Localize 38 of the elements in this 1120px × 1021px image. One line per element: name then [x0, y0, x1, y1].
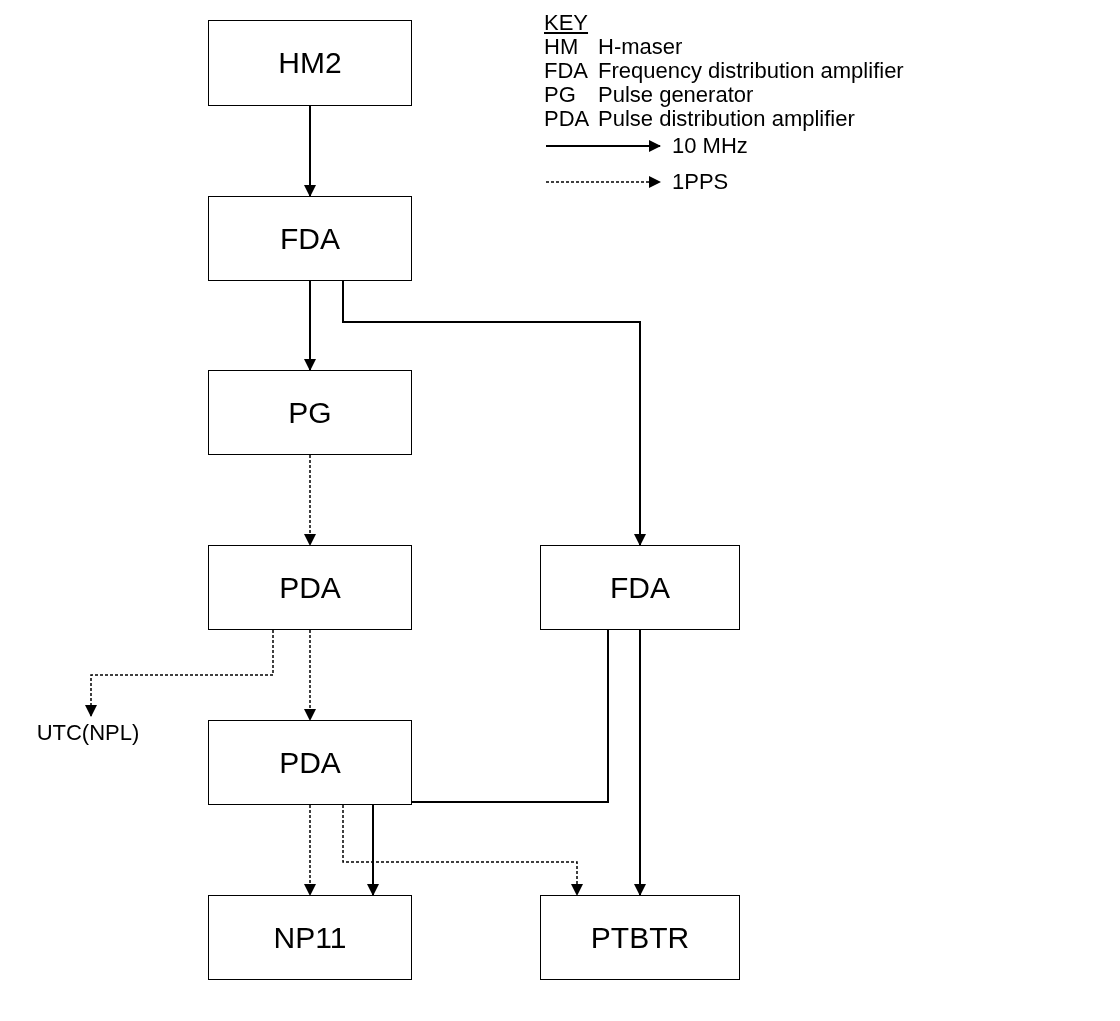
box-label: FDA: [280, 221, 340, 256]
process-box: [208, 545, 412, 630]
process-box: [208, 895, 412, 980]
process-box: [208, 20, 412, 106]
arrow: [634, 629, 646, 896]
key-definition: Pulse distribution amplifier: [598, 106, 855, 132]
key-abbreviation: PDA: [544, 106, 590, 132]
process-box: [540, 895, 740, 980]
process-box: [208, 370, 412, 455]
arrow: [304, 804, 316, 896]
key-definition: H-maser: [598, 34, 683, 60]
key-abbreviation: PG: [544, 82, 576, 108]
arrow: [304, 105, 316, 197]
arrow: [342, 280, 646, 546]
key-heading: KEY: [544, 10, 589, 36]
box-label: PTBTR: [590, 920, 690, 955]
legend-label: 1PPS: [672, 169, 729, 195]
arrow: [367, 629, 609, 896]
key-abbreviation: FDA: [544, 58, 588, 84]
arrow: [342, 804, 583, 896]
process-box: [540, 545, 740, 630]
legend-label: 10 MHz: [672, 133, 748, 159]
arrow: [85, 629, 274, 717]
box-label: HM2: [278, 46, 342, 80]
arrow: [304, 280, 316, 371]
key-definition: Frequency distribution amplifier: [598, 58, 904, 84]
arrow: [304, 454, 316, 546]
box-label: FDA: [610, 570, 670, 605]
box-label: PDA: [279, 570, 341, 605]
box-label: PG: [288, 395, 332, 430]
box-label: NP11: [273, 920, 347, 955]
arrow: [304, 629, 316, 721]
output-label: UTC(NPL): [36, 720, 140, 746]
key-definition: Pulse generator: [598, 82, 754, 108]
process-box: [208, 196, 412, 281]
key-abbreviation: HM: [544, 34, 579, 60]
box-label: PDA: [279, 745, 341, 780]
process-box: [208, 720, 412, 805]
